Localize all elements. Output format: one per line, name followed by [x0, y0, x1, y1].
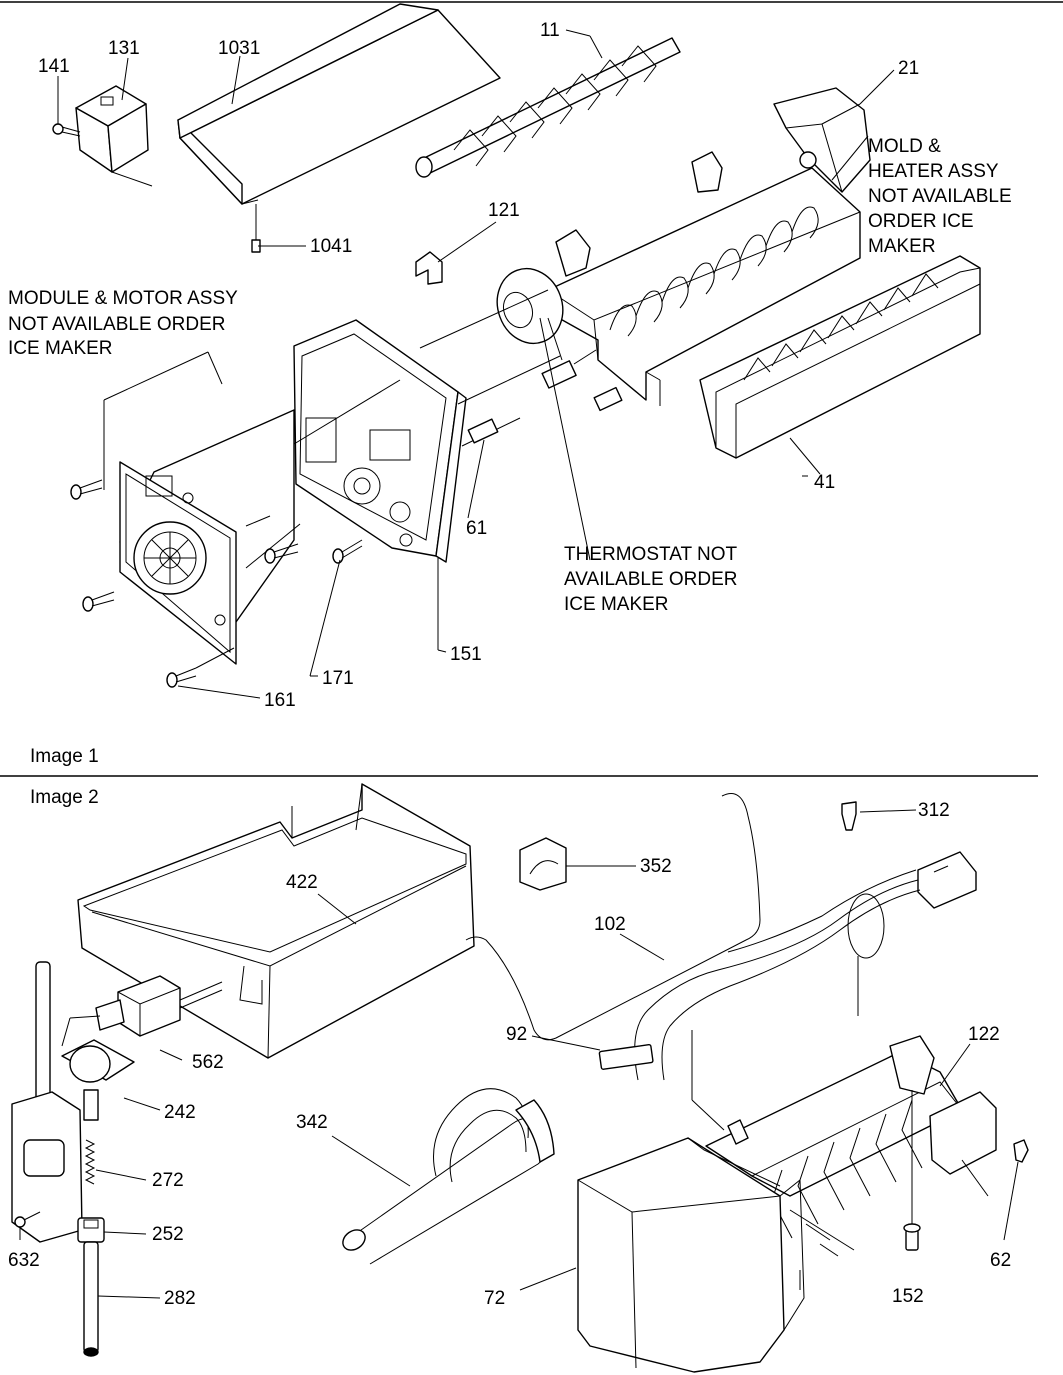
part-thermostat [461, 267, 623, 447]
image-2-exploded-view: Image 2 [8, 783, 1029, 1373]
callout-72: 72 [484, 1288, 505, 1309]
callout-632: 632 [8, 1250, 40, 1271]
part-nut-252 [77, 1217, 105, 1243]
callout-282: 282 [164, 1288, 196, 1309]
image-1-exploded-view: 141 131 1031 11 21 1041 121 41 61 151 17… [8, 3, 1012, 767]
part-fill-cup-21 [773, 87, 871, 193]
callout-1031: 1031 [218, 38, 260, 59]
callout-161: 161 [264, 690, 296, 711]
image-1-callouts: 141 131 1031 11 21 1041 121 41 61 151 17… [38, 20, 919, 711]
callout-312: 312 [918, 800, 950, 821]
part-mold-heater-assembly [547, 151, 861, 406]
part-switch-562 [117, 975, 223, 1037]
callout-151: 151 [450, 644, 482, 665]
callout-61: 61 [466, 518, 487, 539]
part-tube-282 [83, 1241, 99, 1357]
part-cover-1031 [177, 3, 501, 205]
callout-131: 131 [108, 38, 140, 59]
callout-92: 92 [506, 1024, 527, 1045]
part-screw-62 [1013, 1139, 1029, 1163]
part-harness-92 [598, 851, 977, 1131]
part-icemaker-122 [705, 1035, 997, 1290]
image-1-leaders [57, 29, 895, 699]
callout-342: 342 [296, 1112, 328, 1133]
callout-152: 152 [892, 1286, 924, 1307]
note-mold-heater: MOLD & HEATER ASSY NOT AVAILABLE ORDER I… [868, 136, 1012, 257]
note-mold-heater-line-5: MAKER [868, 236, 936, 257]
callout-141: 141 [38, 56, 70, 77]
note-module-motor-line-1: MODULE & MOTOR ASSY [8, 288, 238, 309]
part-housing-151 [293, 319, 467, 563]
callout-121: 121 [488, 200, 520, 221]
part-clip-352 [519, 837, 567, 891]
image-1-assembly-lines [103, 289, 561, 669]
callout-102: 102 [594, 914, 626, 935]
callout-41: 41 [814, 472, 835, 493]
part-fill-tube-342 [342, 1088, 555, 1265]
callout-252: 252 [152, 1224, 184, 1245]
part-bracket-131 [75, 85, 153, 187]
note-module-motor: MODULE & MOTOR ASSY NOT AVAILABLE ORDER … [8, 288, 238, 359]
callout-21: 21 [898, 58, 919, 79]
note-module-motor-line-3: ICE MAKER [8, 338, 113, 359]
image-2-leaders [19, 809, 1019, 1299]
screw-2 [82, 591, 115, 612]
part-shutoff-arm-102 [465, 793, 761, 1041]
part-screw-1041 [251, 204, 261, 253]
note-module-motor-line-2: NOT AVAILABLE ORDER [8, 314, 226, 335]
part-front-cover-72 [577, 1137, 805, 1373]
callout-562: 562 [192, 1052, 224, 1073]
callout-422: 422 [286, 872, 318, 893]
note-mold-heater-line-4: ORDER ICE [868, 211, 974, 232]
part-ejector-11 [415, 37, 681, 178]
part-shield-41 [699, 255, 981, 459]
note-thermostat: THERMOSTAT NOT AVAILABLE ORDER ICE MAKER [564, 544, 738, 615]
part-screw-312 [841, 801, 857, 831]
note-mold-heater-line-2: HEATER ASSY [868, 161, 999, 182]
screw-1 [70, 479, 103, 500]
part-spring-272 [84, 1139, 96, 1185]
callout-1041: 1041 [310, 236, 352, 257]
callout-171: 171 [322, 668, 354, 689]
callout-352: 352 [640, 856, 672, 877]
image-2-caption: Image 2 [30, 787, 99, 808]
part-clip-121 [415, 251, 443, 285]
note-thermostat-line-2: AVAILABLE ORDER [564, 569, 738, 590]
callout-11: 11 [540, 20, 560, 41]
note-mold-heater-line-1: MOLD & [868, 136, 941, 157]
image-2-callouts: 312 352 422 102 562 92 122 242 342 272 2… [8, 800, 1011, 1309]
part-water-valve-242 [11, 961, 135, 1243]
callout-122: 122 [968, 1024, 1000, 1045]
screw-5 [332, 539, 363, 564]
note-mold-heater-line-3: NOT AVAILABLE [868, 186, 1012, 207]
part-module-motor-assembly [119, 409, 295, 665]
part-screw-141 [52, 123, 81, 137]
part-screw-152 [903, 1090, 921, 1251]
part-screw-632 [14, 1211, 41, 1228]
callout-62: 62 [990, 1250, 1011, 1271]
callout-272: 272 [152, 1170, 184, 1191]
note-thermostat-line-3: ICE MAKER [564, 594, 669, 615]
note-thermostat-line-1: THERMOSTAT NOT [564, 544, 738, 565]
callout-242: 242 [164, 1102, 196, 1123]
screw-3 [166, 667, 197, 688]
image-1-caption: Image 1 [30, 746, 99, 767]
